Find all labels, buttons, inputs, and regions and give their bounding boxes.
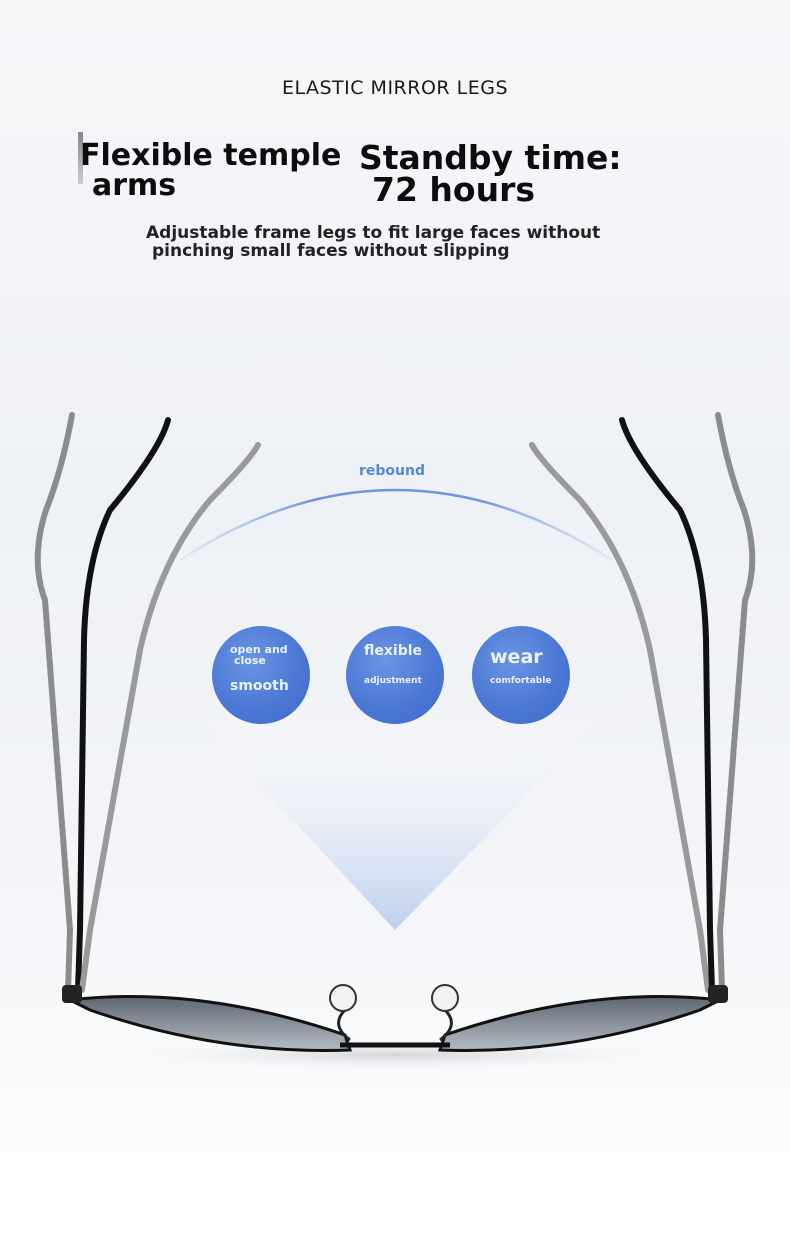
left-nose-pad xyxy=(329,984,357,1012)
feature-circle-flexible: flexible adjustment xyxy=(346,626,444,724)
feature-smooth-top2: close xyxy=(234,654,266,667)
section-eyebrow: ELASTIC MIRROR LEGS xyxy=(281,77,509,99)
left-temple-gray-outer xyxy=(34,412,75,993)
decorative-bar xyxy=(78,132,83,184)
rebound-label: rebound xyxy=(359,463,425,479)
left-lens xyxy=(64,995,353,1052)
feature-wear-top: wear xyxy=(490,646,543,668)
headline-right-line-1: Standby time: xyxy=(359,138,622,177)
subtitle-line-2: pinching small faces without slipping xyxy=(152,241,510,261)
feature-flexible-top: flexible xyxy=(364,643,423,659)
headline-left-line-2: arms xyxy=(92,168,177,203)
headline-left-line-1: Flexible temple xyxy=(80,138,342,173)
feature-circle-wear: wear comfortable xyxy=(472,626,570,724)
feature-wear-bottom: comfortable xyxy=(490,676,552,686)
left-temple-gray-inner xyxy=(79,442,261,993)
right-hinge xyxy=(708,985,728,1003)
left-temple-black xyxy=(75,417,171,993)
feature-smooth-top: open and xyxy=(230,643,288,656)
feature-flexible-bottom: adjustment xyxy=(364,676,422,686)
subtitle-line-1: Adjustable frame legs to fit large faces… xyxy=(146,223,601,243)
right-lens xyxy=(437,995,726,1052)
headline-right-line-2: 72 hours xyxy=(372,170,535,209)
rebound-arc xyxy=(179,488,613,562)
frame-shadow xyxy=(65,1037,725,1073)
spotlight-cone xyxy=(200,720,600,930)
right-temple-gray-inner xyxy=(529,442,711,993)
feature-smooth-bottom: smooth xyxy=(230,678,289,694)
right-temple-black xyxy=(619,417,715,993)
right-nose-pad xyxy=(431,984,459,1012)
left-hinge xyxy=(62,985,82,1003)
right-temple-gray-outer xyxy=(715,412,756,993)
feature-circle-smooth: open and close smooth xyxy=(212,626,310,724)
